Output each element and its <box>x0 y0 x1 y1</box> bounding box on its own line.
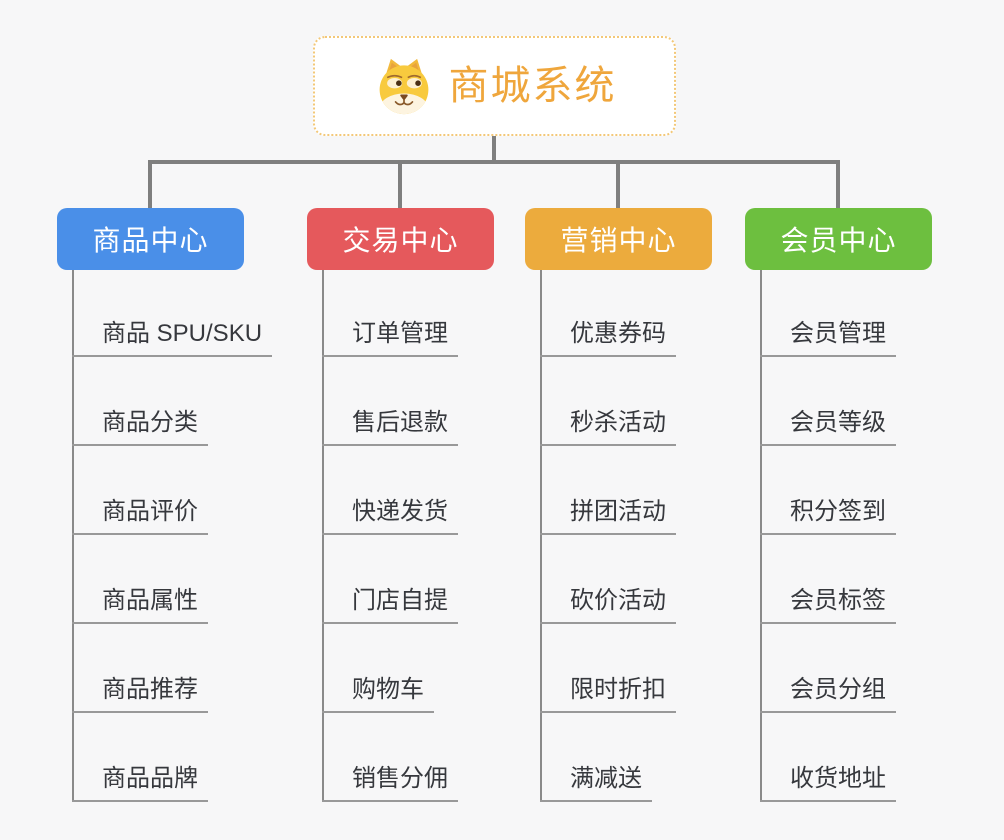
leaf-node[interactable]: 销售分佣 <box>322 760 458 802</box>
leaf-node[interactable]: 收货地址 <box>760 760 896 802</box>
branch-drop-line <box>398 160 402 208</box>
leaf-node[interactable]: 快递发货 <box>322 493 458 535</box>
branch-node-1[interactable]: 商品中心 <box>57 208 244 270</box>
leaf-node[interactable]: 售后退款 <box>322 404 458 446</box>
leaf-node[interactable]: 会员分组 <box>760 671 896 713</box>
leaf-node[interactable]: 购物车 <box>322 671 434 713</box>
branch-node-2[interactable]: 交易中心 <box>307 208 494 270</box>
branch-trunk-line <box>760 270 762 802</box>
leaf-node[interactable]: 门店自提 <box>322 582 458 624</box>
branch-node-4[interactable]: 会员中心 <box>745 208 932 270</box>
leaf-node[interactable]: 砍价活动 <box>540 582 676 624</box>
root-title: 商城系统 <box>448 64 617 108</box>
branch-drop-line <box>836 160 840 208</box>
branch-node-3[interactable]: 营销中心 <box>525 208 712 270</box>
branch-drop-line <box>616 160 620 208</box>
leaf-node[interactable]: 限时折扣 <box>540 671 676 713</box>
dog-face-icon <box>373 56 435 116</box>
leaf-node[interactable]: 会员管理 <box>760 315 896 357</box>
branch-drop-line <box>148 160 152 208</box>
branch-trunk-line <box>322 270 324 802</box>
leaf-node[interactable]: 秒杀活动 <box>540 404 676 446</box>
branch-bus-line <box>148 160 840 164</box>
leaf-node[interactable]: 商品评价 <box>72 493 208 535</box>
leaf-node[interactable]: 会员等级 <box>760 404 896 446</box>
leaf-node[interactable]: 积分签到 <box>760 493 896 535</box>
branch-trunk-line <box>72 270 74 802</box>
leaf-node[interactable]: 商品品牌 <box>72 760 208 802</box>
leaf-node[interactable]: 满减送 <box>540 760 652 802</box>
leaf-node[interactable]: 商品 SPU/SKU <box>72 315 273 357</box>
leaf-node[interactable]: 会员标签 <box>760 582 896 624</box>
leaf-node[interactable]: 商品属性 <box>72 582 208 624</box>
leaf-node[interactable]: 商品推荐 <box>72 671 208 713</box>
root-node[interactable]: 商城系统 <box>313 36 676 136</box>
leaf-node[interactable]: 拼团活动 <box>540 493 676 535</box>
leaf-node[interactable]: 商品分类 <box>72 404 208 446</box>
leaf-node[interactable]: 优惠券码 <box>540 315 676 357</box>
leaf-node[interactable]: 订单管理 <box>322 315 458 357</box>
branch-trunk-line <box>540 270 542 802</box>
root-connector-stub <box>492 136 496 162</box>
